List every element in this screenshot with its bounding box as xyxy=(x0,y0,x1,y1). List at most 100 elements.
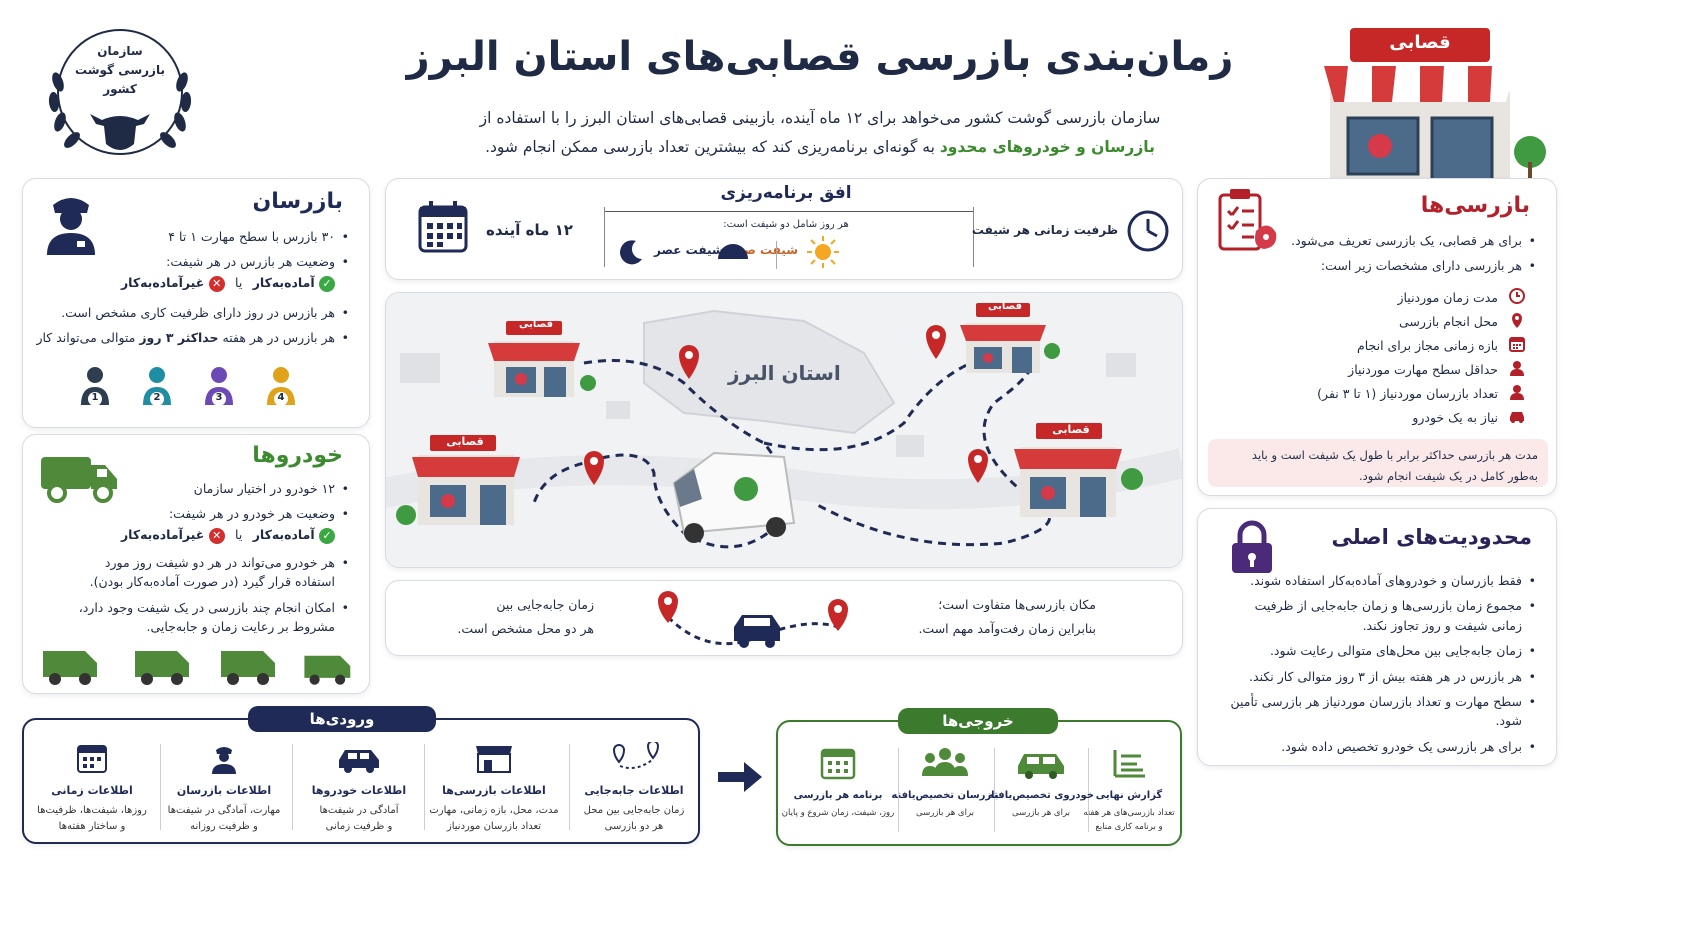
travel-left-text: زمان جابه‌جایی بین هر دو محل مشخص است. xyxy=(457,597,594,636)
ready-label: آماده‌به‌کار xyxy=(252,275,315,290)
ready-label: آماده‌به‌کار xyxy=(252,527,315,542)
location-pin-icon xyxy=(1508,311,1526,332)
vehicles-card: خودروها ۱۲ خودرو در اختیار سازمان وضعیت … xyxy=(22,434,370,694)
inspector-icon xyxy=(212,747,236,774)
intro-highlight: بازرسان و خودروهای محدود xyxy=(939,137,1155,156)
level-label: 2 xyxy=(153,392,161,403)
calendar-icon xyxy=(418,201,468,257)
travel-right-text: مکان بازرسی‌ها متفاوت است؛ بنابراین زمان… xyxy=(918,597,1096,636)
attr-min-skill: حداقل سطح مهارت موردنیاز xyxy=(1348,361,1498,377)
check-icon: ✓ xyxy=(319,275,335,292)
van-icon xyxy=(221,651,275,685)
calendar-icon xyxy=(1508,335,1526,356)
inspections-attributes: هر بازرسی دارای مشخصات زیر است: xyxy=(1216,256,1536,276)
butcher-shop-icon xyxy=(1014,423,1122,517)
van-icon xyxy=(304,655,351,685)
province-label: استان البرز xyxy=(728,361,841,385)
team-icon xyxy=(922,748,968,776)
inspectors-status: وضعیت هر بازرس در هر شیفت: xyxy=(39,252,349,272)
truck-icon xyxy=(39,449,119,509)
van-icon xyxy=(135,651,189,685)
arrow-right-icon xyxy=(716,760,764,798)
moon-icon xyxy=(616,237,646,271)
planning-horizon-card: افق برنامه‌ریزی هر روز شامل دو شیفت است:… xyxy=(385,178,1183,280)
intro-line-1: سازمان بازرسی گوشت کشور می‌خواهد برای ۱۲… xyxy=(479,109,1161,127)
constraint-item: فقط بازرسان و خودروهای آماده‌به‌کار استف… xyxy=(1226,571,1536,591)
calendar-icon xyxy=(820,748,856,780)
inputs-card: اطلاعات جابه‌جایی زمان جابه‌جایی بین محل… xyxy=(22,718,700,844)
cross-icon: ✕ xyxy=(208,527,225,544)
inspections-card: بازرسی‌ها برای هر قصابی، یک بازرسی تعریف… xyxy=(1197,178,1557,496)
attr-location: محل انجام بازرسی xyxy=(1399,313,1498,329)
butcher-shop-icon xyxy=(412,435,520,525)
clock-icon xyxy=(1126,209,1170,257)
inspector-icon xyxy=(1508,383,1526,404)
shop-illustration: قصابی xyxy=(1320,22,1550,184)
shop-sign: قصابی xyxy=(987,301,1023,312)
inspectors-count: ۳۰ بازرس با سطح مهارت ۱ تا ۴ xyxy=(39,227,349,247)
constraint-item: سطح مهارت و تعداد بازرسان موردنیاز هر با… xyxy=(1226,692,1537,731)
constraint-item: برای هر بازرسی یک خودرو تخصیص داده شود. xyxy=(1226,737,1536,757)
skill-levels: 1 2 3 4 xyxy=(73,365,323,415)
shift-capacity-label: ظرفیت زمانی هر شیفت xyxy=(971,223,1118,237)
route-pins-icon xyxy=(612,740,660,769)
or-label: یا xyxy=(235,527,243,542)
attr-time-window: بازه زمانی مجاز برای انجام xyxy=(1356,337,1498,353)
inspectors-weekly-limit: هر بازرس در هر هفته حداکثر ۳ روز متوالی … xyxy=(31,328,349,348)
person-level-4-icon xyxy=(267,367,295,406)
route-car-icon xyxy=(648,587,858,657)
input-item: اطلاعات بازرسان مهارت، آمادگی در شیفت‌ها… xyxy=(154,742,294,835)
location-pin-icon xyxy=(968,449,988,483)
shop-sign: قصابی xyxy=(446,435,484,448)
org-logo: سازمان بازرسی گوشت کشور xyxy=(40,22,200,162)
vehicles-multi-inspection: امکان انجام چند بازرسی در یک شیفت وجود د… xyxy=(31,598,349,637)
not-ready-label: غیر‌آماده‌به‌کار xyxy=(120,275,205,290)
attr-row: تعداد بازرسان موردنیاز (۱ تا ۳ نفر) xyxy=(1226,381,1526,405)
output-item: بازرسان تخصیص‌یافته برای هر بازرسی xyxy=(890,746,1000,821)
shop-sign: قصابی xyxy=(1389,32,1451,53)
report-chart-icon xyxy=(1113,750,1145,778)
not-ready-label: غیر‌آماده‌به‌کار xyxy=(120,527,205,542)
inspection-attributes: مدت زمان موردنیاز محل انجام بازرسی بازه … xyxy=(1226,285,1526,429)
location-pin-icon xyxy=(926,325,946,359)
intro-line-2: به گونه‌ای برنامه‌ریزی کند که بیشترین تع… xyxy=(485,137,935,156)
sunset-icon xyxy=(716,243,750,265)
vehicles-status-row: ✓ آماده‌به‌کار یا ✕ غیر‌آماده‌به‌کار xyxy=(121,527,335,544)
inputs-title: ورودی‌ها xyxy=(248,706,436,732)
vehicles-shift-use: هر خودرو می‌تواند در هر دو شیفت روز مورد… xyxy=(31,553,349,592)
inspector-icon xyxy=(1508,359,1526,380)
laurel-wreath-icon xyxy=(48,29,192,155)
attr-duration: مدت زمان موردنیاز xyxy=(1397,289,1498,305)
location-pin-icon xyxy=(679,345,699,379)
horizon-months: ۱۲ ماه آینده xyxy=(486,221,573,239)
lock-icon xyxy=(1230,519,1274,579)
car-icon xyxy=(1018,754,1064,779)
attr-row: محل انجام بازرسی xyxy=(1226,309,1526,333)
input-item: اطلاعات بازرسی‌ها مدت، محل، بازه زمانی، … xyxy=(424,742,564,835)
attr-vehicle: نیاز به یک خودرو xyxy=(1412,409,1498,425)
inspections-title: بازرسی‌ها xyxy=(1420,193,1530,218)
attr-inspector-count: تعداد بازرسان موردنیاز (۱ تا ۳ نفر) xyxy=(1317,385,1498,401)
logo-text-1: سازمان xyxy=(97,44,143,58)
person-level-1-icon xyxy=(81,367,109,406)
constraints-title: محدودیت‌های اصلی xyxy=(1331,525,1532,549)
or-label: یا xyxy=(235,275,243,290)
vehicle-fleet xyxy=(39,643,359,687)
intro-text: سازمان بازرسی گوشت کشور می‌خواهد برای ۱۲… xyxy=(420,104,1220,161)
butcher-shop-icon xyxy=(960,303,1046,373)
cross-icon: ✕ xyxy=(208,275,225,292)
location-pin-icon xyxy=(584,451,604,485)
inspectors-card: بازرسان ۳۰ بازرس با سطح مهارت ۱ تا ۴ وضع… xyxy=(22,178,370,428)
constraint-item: زمان جابه‌جایی بین محل‌های متوالی رعایت … xyxy=(1226,641,1536,661)
vehicles-title: خودروها xyxy=(252,443,343,468)
shop-icon xyxy=(476,746,512,773)
afternoon-shift-label: شیفت عصر xyxy=(654,243,724,257)
logo-text-2: بازرسی گوشت xyxy=(75,63,165,78)
constraint-item: هر بازرس در هر هفته بیش از ۳ روز متوالی … xyxy=(1226,667,1536,687)
inspection-duration-note: مدت هر بازرسی حداکثر برابر با طول یک شیف… xyxy=(1208,439,1548,487)
horizon-title: افق برنامه‌ریزی xyxy=(720,183,852,203)
level-label: 3 xyxy=(215,392,223,403)
